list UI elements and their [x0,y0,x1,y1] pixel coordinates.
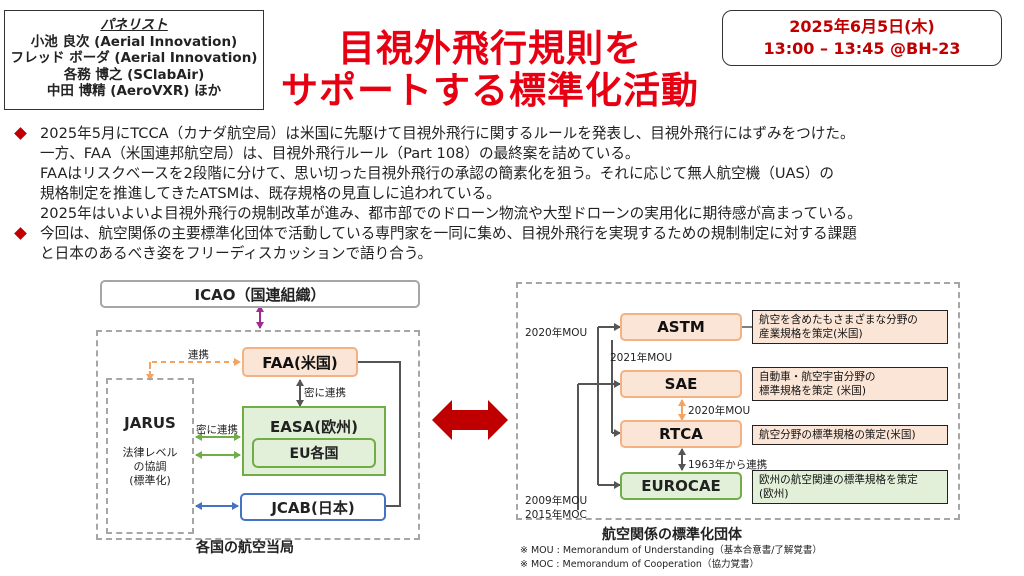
eurocae-note-line: (欧州) [759,488,789,500]
sae-note: 自動車・航空宇宙分野の 標準規格を策定 (米国) [752,367,948,401]
eu-label: EU各国 [289,446,339,462]
astm-note: 航空を含めたもさまざまな分野の 産業規格を策定(米国) [752,310,948,344]
mou-2020b-label: 2020年MOU [688,405,751,417]
panelist-heading: パネリスト [100,17,168,33]
icao-label: ICAO（国連組織） [194,285,326,304]
sae-label: SAE [664,375,698,393]
link-mitsu-label: 密に連携 [304,387,346,399]
jarus-label: JARUS [124,414,176,432]
jarus-sub-line: 法律レベル [122,446,178,459]
astm-note-line: 航空を含めたもさまざまな分野の [759,314,918,326]
bullet-text: と日本のあるべき姿をフリーディスカッションで語り合う。 [40,245,433,262]
jarus-sub-line: の協調 [133,460,167,473]
page-title: 目視外飛行規則を サポートする標準化活動 [265,28,715,112]
panelist-box: パネリスト 小池 良次 (Aerial Innovation) フレッド ボーダ… [4,10,264,110]
eurocae-label: EUROCAE [641,477,721,495]
bullet-line: 規格制定を推進してきたATSMは、既存規格の見直しに追われている。 [14,184,1019,204]
footnote-moc: ※ MOC : Memorandum of Cooperation（協力覚書） [520,559,759,570]
astm-box: ASTM [620,313,742,341]
mou-2021-label: 2021年MOU [610,352,673,364]
faa-label: FAA(米国) [262,353,338,372]
jcab-label: JCAB(日本) [271,498,355,517]
renkei-1963-label: 1963年から連携 [688,459,768,471]
bullet-line: 2025年5月にTCCA（カナダ航空局）は米国に先駆けて目視外飛行に関するルール… [14,124,1019,144]
event-date: 2025年6月5日(木) [789,17,935,36]
sae-note-line: 標準規格を策定 (米国) [759,385,866,397]
title-line-1: 目視外飛行規則を [338,27,642,70]
eurocae-note-line: 欧州の航空関連の標準規格を策定 [759,474,918,486]
sae-note-line: 自動車・航空宇宙分野の [759,371,876,383]
jarus-frame [106,378,194,534]
event-time: 13:00 – 13:45 @BH-23 [763,39,961,58]
eu-box: EU各国 [252,438,376,468]
bullet-line: 一方、FAA（米国連邦航空局）は、目視外飛行ルール（Part 108）の最終案を… [14,144,1019,164]
bullet-text: 今回は、航空関係の主要標準化団体で活動している専門家を一同に集め、目視外飛行を実… [40,225,857,242]
bullet-line: 今回は、航空関係の主要標準化団体で活動している専門家を一同に集め、目視外飛行を実… [14,224,1019,244]
rtca-note-line: 航空分野の標準規格の策定(米国) [759,429,916,441]
bullet-line: FAAはリスクベースを2段階に分けて、思い切った目視外飛行の承認の簡素化を狙う。… [14,164,1019,184]
rtca-note: 航空分野の標準規格の策定(米国) [752,425,948,445]
event-date-box: 2025年6月5日(木) 13:00 – 13:45 @BH-23 [722,10,1002,66]
panelist-name: 小池 良次 (Aerial Innovation) [30,33,238,50]
link-renkei-label: 連携 [188,349,209,361]
mou-2009-label: 2009年MOU [525,495,588,507]
mou-2020-label: 2020年MOU [525,327,588,339]
bullet-text: 2025年はいよいよ目視外飛行の規制改革が進み、都市部でのドローン物流や大型ドロ… [40,205,862,222]
eurocae-note: 欧州の航空関連の標準規格を策定 (欧州) [752,470,948,504]
bullet-list: 2025年5月にTCCA（カナダ航空局）は米国に先駆けて目視外飛行に関するルール… [14,124,1019,264]
jarus-sub-line: (標準化) [129,474,171,487]
eurocae-box: EUROCAE [620,472,742,500]
bullet-text: 一方、FAA（米国連邦航空局）は、目視外飛行ルール（Part 108）の最終案を… [40,145,640,162]
icao-box: ICAO（国連組織） [100,280,420,308]
rtca-box: RTCA [620,420,742,448]
jcab-box: JCAB(日本) [240,493,386,521]
moc-2015-label: 2015年MOC [525,509,587,521]
faa-box: FAA(米国) [242,347,358,377]
panelist-name: 中田 博精 (AeroVXR) ほか [46,83,222,99]
bullet-text: 規格制定を推進してきたATSMは、既存規格の見直しに追われている。 [40,185,501,202]
bullet-line: 2025年はいよいよ目視外飛行の規制改革が進み、都市部でのドローン物流や大型ドロ… [14,204,1019,224]
bullet-line: と日本のあるべき姿をフリーディスカッションで語り合う。 [14,244,1019,264]
panelist-name: フレッド ボーダ (Aerial Innovation) [10,50,258,66]
link-mitsu-label: 密に連携 [196,424,238,436]
bullet-text: 2025年5月にTCCA（カナダ航空局）は米国に先駆けて目視外飛行に関するルール… [40,125,855,142]
footnote-mou: ※ MOU : Memorandum of Understanding（基本合意… [520,545,822,556]
authorities-frame [96,330,420,540]
astm-note-line: 産業規格を策定(米国) [759,328,863,340]
sae-box: SAE [620,370,742,398]
easa-label: EASA(欧州) [270,418,358,436]
panelist-name: 各務 博之 (SClabAir) [63,66,205,83]
standards-frame [516,282,960,520]
title-line-2: サポートする標準化活動 [281,69,699,112]
authorities-caption: 各国の航空当局 [196,540,294,556]
bullet-text: FAAはリスクベースを2段階に分けて、思い切った目視外飛行の承認の簡素化を狙う。… [40,165,834,182]
jarus-block: JARUS 法律レベル の協調 (標準化) [106,414,194,488]
rtca-label: RTCA [659,425,703,443]
astm-label: ASTM [657,318,705,336]
standards-caption: 航空関係の標準化団体 [602,527,742,543]
